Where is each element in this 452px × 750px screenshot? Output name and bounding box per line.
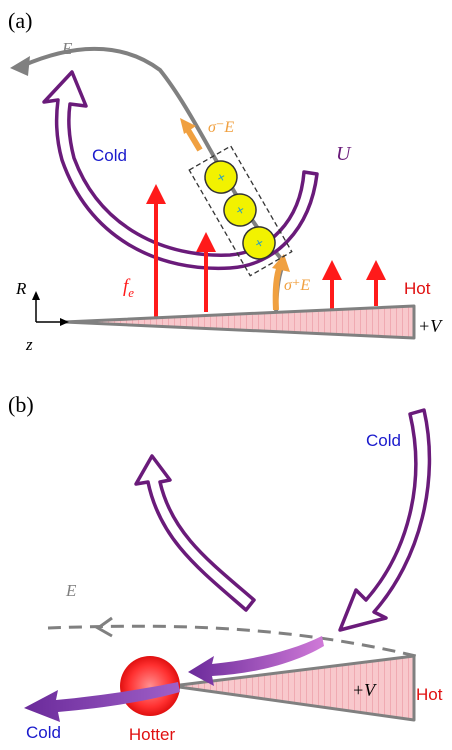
jet-arrow-upper — [188, 636, 324, 686]
field-label-a: E — [61, 39, 73, 58]
cold-label-a: Cold — [92, 146, 127, 165]
sigma-minus-arrowhead — [180, 118, 196, 134]
jet-arrow-lower — [24, 682, 180, 722]
electrode-b — [170, 654, 416, 722]
sigma-plus-arrowhead — [272, 254, 290, 272]
particle — [204, 160, 238, 194]
hot-label-a: Hot — [404, 279, 431, 298]
electrode-a — [62, 304, 416, 340]
voltage-label-b: +V — [352, 680, 377, 700]
force-arrow — [366, 260, 386, 306]
flow-label-u: U — [336, 143, 352, 165]
field-line-b — [47, 624, 417, 658]
panel-a: (a) E U Cold σ⁻E σ⁺E + + + — [8, 8, 443, 354]
panel-b: (b) Cold E +V Hot Hotter Cold — [8, 392, 443, 744]
axis-z-label: z — [25, 335, 33, 354]
flow-arrow-b-left — [134, 454, 256, 612]
cold-label-b-top: Cold — [366, 431, 401, 450]
force-arrow — [196, 232, 216, 312]
sigma-minus-arrow — [185, 128, 203, 152]
sigma-minus-label: σ⁻E — [208, 119, 234, 136]
particle — [242, 226, 276, 260]
particle — [223, 193, 257, 227]
axis-r-label: R — [15, 279, 27, 298]
flow-arrow-b-right — [338, 408, 432, 632]
force-arrow — [322, 260, 342, 310]
particle-chain: + + + — [188, 145, 293, 277]
panel-b-label: (b) — [8, 392, 34, 417]
field-arrowhead-a — [10, 56, 30, 76]
voltage-label-a: +V — [418, 316, 443, 336]
panel-a-label: (a) — [8, 8, 32, 33]
field-arrowhead-b — [95, 616, 113, 638]
cold-label-b-bottom: Cold — [26, 723, 61, 742]
force-arrows — [146, 184, 386, 318]
axes-rz — [32, 291, 69, 326]
force-arrow — [146, 184, 166, 318]
flow-arrow-u — [42, 70, 319, 271]
hot-label-b: Hot — [416, 685, 443, 704]
sigma-plus-label: σ⁺E — [284, 277, 310, 294]
hotter-label: Hotter — [129, 725, 176, 744]
field-label-b: E — [65, 581, 77, 600]
particle-box — [188, 145, 293, 277]
force-label: fe — [123, 276, 134, 300]
